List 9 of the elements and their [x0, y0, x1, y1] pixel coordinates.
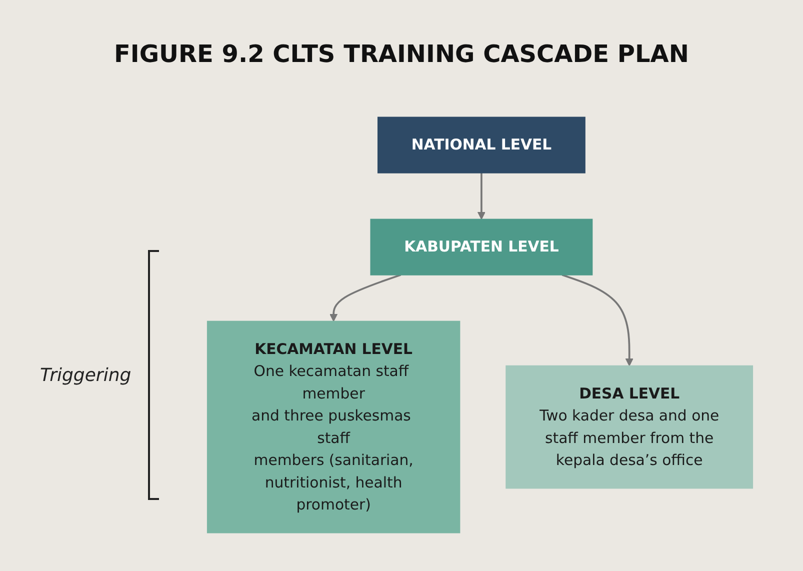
node-box: DESA LEVEL Two kader desa and one staff member from the kepala desa’s office: [506, 365, 754, 489]
node-box: KABUPATEN LEVEL: [370, 218, 593, 276]
arrow: [477, 172, 486, 220]
node-box: KECAMATAN LEVEL One kecamatan staff member and three puskesmas staff members (sanitarian, nutritionist, health promoter): [206, 320, 460, 534]
node-box: NATIONAL LEVEL: [377, 116, 586, 174]
figure-title: FIGURE 9.2 CLTS TRAINING CASCADE PLAN: [113, 40, 690, 68]
arrow: [329, 274, 402, 322]
arrow: [562, 274, 634, 366]
bracket-label: Triggering: [40, 364, 132, 386]
